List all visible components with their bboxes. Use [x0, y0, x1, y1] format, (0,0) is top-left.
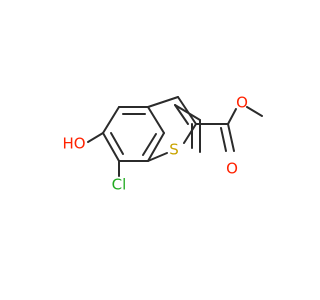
atom-label-carbonyl-oxygen: O: [226, 160, 238, 178]
bond-benz-right: [147, 132, 165, 162]
molecule-structure-diagram: O O S HO Cl: [62, 94, 263, 194]
bond-s-c7a: [147, 152, 168, 162]
bond-benz-right-inner: [142, 133, 157, 156]
atom-label-sulfur: S: [169, 141, 179, 159]
bond-carbonyl-c-o-double-b: [220, 127, 227, 152]
atom-label-hydroxyl: HO: [62, 135, 85, 153]
skeleton: [87, 96, 263, 177]
bond-c3a-c3: [147, 96, 179, 108]
bond-benz-bottom-left: [102, 132, 120, 162]
atom-label-ester-oxygen: O: [236, 94, 248, 112]
bond-c2-s: [183, 123, 197, 144]
bond-c6-oh: [87, 132, 104, 143]
bond-carbonyl-c-o-single: [227, 108, 237, 125]
bond-benz-top-left: [102, 106, 120, 134]
bond-benz-bottom-left-inner: [110, 132, 124, 155]
bond-c3-c2-inner: [174, 104, 189, 125]
atom-label-chlorine: Cl: [112, 176, 127, 194]
bond-c3-c2: [177, 96, 197, 125]
bond-benz-top-right: [147, 106, 165, 134]
bond-o-methyl: [246, 106, 263, 117]
bond-carbonyl-c-o-double-a: [227, 123, 235, 152]
